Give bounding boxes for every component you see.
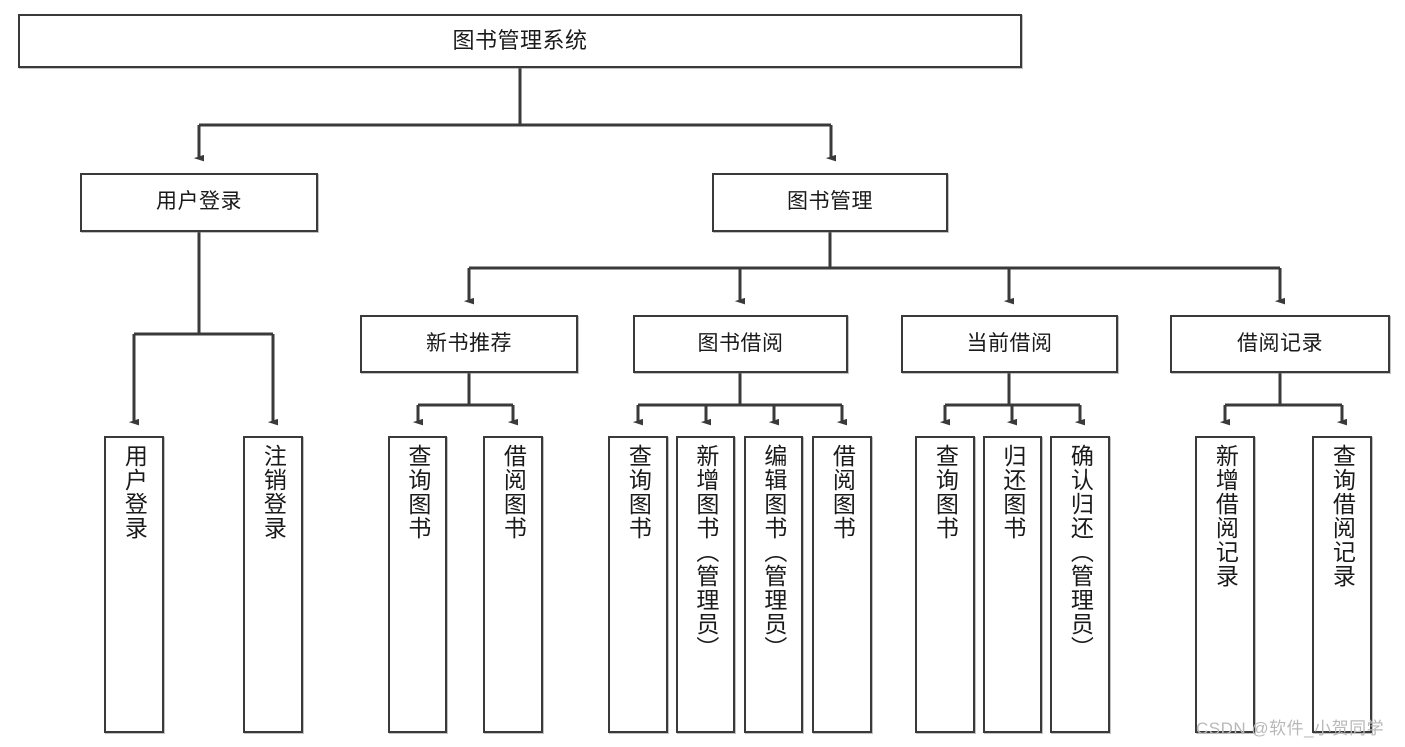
leaf-query-book-borrow[interactable]: 查询图书 (608, 436, 668, 733)
leaf-logout-label: 注销登录 (260, 444, 287, 540)
leaf-add-borrow-record-label: 新增借阅记录 (1212, 444, 1239, 588)
leaf-query-book-recommend-label: 查询图书 (404, 444, 431, 540)
node-borrow-record-label: 借阅记录 (1237, 331, 1323, 355)
leaf-edit-book[interactable]: 编辑图书（管理员） (744, 436, 803, 733)
leaf-edit-book-label: 编辑图书（管理员） (760, 444, 787, 660)
leaf-return-book[interactable]: 归还图书 (983, 436, 1042, 733)
node-current-borrow-label: 当前借阅 (966, 331, 1053, 355)
leaf-query-borrow-record[interactable]: 查询借阅记录 (1312, 436, 1372, 733)
leaf-borrow-book-recommend-label: 借阅图书 (500, 444, 527, 540)
node-user-login[interactable]: 用户登录 (80, 173, 318, 232)
node-book-manage[interactable]: 图书管理 (712, 173, 948, 232)
leaf-user-login-label: 用户登录 (121, 444, 148, 540)
leaf-user-login[interactable]: 用户登录 (104, 436, 164, 733)
node-root[interactable]: 图书管理系统 (18, 14, 1022, 68)
node-current-borrow[interactable]: 当前借阅 (901, 315, 1118, 373)
node-root-label: 图书管理系统 (452, 28, 588, 54)
node-new-book-recommend[interactable]: 新书推荐 (360, 315, 578, 373)
leaf-query-borrow-record-label: 查询借阅记录 (1329, 444, 1356, 588)
leaf-query-book-borrow-label: 查询图书 (625, 444, 652, 540)
leaf-borrow-book-recommend[interactable]: 借阅图书 (483, 436, 543, 733)
leaf-add-book-label: 新增图书（管理员） (692, 444, 719, 660)
leaf-logout[interactable]: 注销登录 (243, 436, 303, 733)
leaf-query-book-current-label: 查询图书 (932, 444, 959, 540)
leaf-add-borrow-record[interactable]: 新增借阅记录 (1195, 436, 1255, 733)
leaf-query-book-recommend[interactable]: 查询图书 (388, 436, 447, 733)
node-book-borrow[interactable]: 图书借阅 (633, 315, 848, 373)
leaf-query-book-current[interactable]: 查询图书 (915, 436, 975, 733)
leaf-borrow-book[interactable]: 借阅图书 (812, 436, 872, 733)
node-user-login-label: 用户登录 (156, 190, 242, 214)
leaf-confirm-return[interactable]: 确认归还（管理员） (1050, 436, 1110, 733)
leaf-borrow-book-label: 借阅图书 (829, 444, 856, 540)
node-new-book-recommend-label: 新书推荐 (426, 331, 512, 355)
leaf-add-book[interactable]: 新增图书（管理员） (676, 436, 735, 733)
node-book-manage-label: 图书管理 (787, 190, 873, 214)
node-borrow-record[interactable]: 借阅记录 (1170, 315, 1390, 373)
leaf-confirm-return-label: 确认归还（管理员） (1067, 444, 1094, 660)
node-book-borrow-label: 图书借阅 (697, 331, 784, 355)
csdn-watermark: CSDN @软件_小贺同学 (1196, 719, 1385, 738)
leaf-return-book-label: 归还图书 (999, 444, 1026, 540)
